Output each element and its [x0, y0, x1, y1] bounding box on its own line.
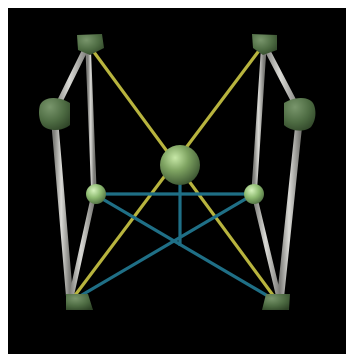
corner-atom-top-right-front [284, 98, 315, 131]
corner-atom-top-left-front [39, 98, 70, 130]
face-atom-right [244, 184, 264, 204]
unit-cell-diagram [8, 8, 346, 354]
face-atom-left [86, 184, 106, 204]
body-center-atom [160, 145, 200, 185]
corner-atom-bottom-right-front [262, 294, 290, 310]
